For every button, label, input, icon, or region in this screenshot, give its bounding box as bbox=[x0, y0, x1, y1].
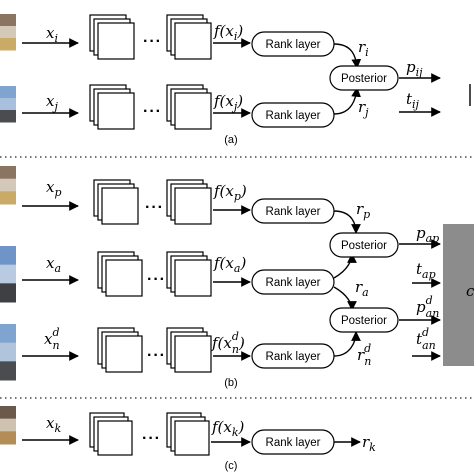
feature-fxp: f(xp) bbox=[213, 182, 247, 203]
thumbnail-band bbox=[0, 38, 16, 51]
output-tap: tap bbox=[416, 260, 436, 281]
thumbnail-band bbox=[0, 26, 16, 39]
thumbnail-band bbox=[0, 342, 16, 362]
conv-stack-j-1 bbox=[89, 84, 135, 130]
thumbnail-n bbox=[0, 324, 16, 381]
panel-c: xk ··· f(xk) Rank layer rk (c) bbox=[0, 406, 376, 472]
conv-stack-i-1 bbox=[89, 14, 135, 60]
input-xk: xk bbox=[46, 414, 61, 435]
panel-b: xp ··· f(xp) Rank layer rp xa ··· bbox=[0, 166, 474, 389]
caption-b: (b) bbox=[224, 377, 237, 389]
thumbnail-band bbox=[0, 86, 16, 99]
posterior-label-an: Posterior bbox=[341, 315, 387, 327]
rank-layer-label-p: Rank layer bbox=[266, 206, 321, 218]
thumbnail-band bbox=[0, 406, 16, 420]
feature-fxi: f(xi) bbox=[213, 22, 243, 43]
score-ra: ra bbox=[355, 278, 369, 299]
feature-fxa: f(xa) bbox=[213, 254, 246, 275]
thumbnail-band bbox=[0, 431, 16, 445]
arrow-rn bbox=[333, 331, 361, 357]
caption-a: (a) bbox=[224, 134, 237, 146]
ellipsis-n: ··· bbox=[147, 347, 166, 364]
score-rj: rj bbox=[358, 98, 369, 119]
rank-layer-label-a: Rank layer bbox=[266, 277, 321, 289]
conv-stack-j-2 bbox=[166, 84, 212, 130]
posterior-label-ap: Posterior bbox=[341, 240, 387, 252]
output-pap: pap bbox=[416, 224, 439, 245]
thumbnail-band bbox=[0, 283, 16, 303]
conv-stack-n-2 bbox=[166, 327, 212, 373]
thumbnail-band bbox=[0, 110, 16, 123]
score-ri: ri bbox=[358, 38, 369, 59]
conv-stack-a-1 bbox=[97, 251, 143, 297]
thumbnail-i bbox=[0, 14, 16, 51]
input-xi: xi bbox=[46, 24, 58, 45]
output-pij: pij bbox=[406, 58, 423, 79]
rank-layer-label-i: Rank layer bbox=[266, 39, 321, 51]
thumbnail-band bbox=[0, 264, 16, 284]
loss-block bbox=[443, 224, 474, 366]
thumbnail-band bbox=[0, 191, 16, 205]
conv-stack-p-1 bbox=[93, 179, 139, 225]
thumbnail-band bbox=[0, 418, 16, 432]
thumbnail-band bbox=[0, 246, 16, 266]
thumbnail-j bbox=[0, 86, 16, 123]
thumbnail-k bbox=[0, 406, 16, 445]
feature-fxj: f(xj) bbox=[213, 92, 243, 113]
thumbnail-band bbox=[0, 98, 16, 111]
conv-stack-n-1 bbox=[97, 327, 143, 373]
conv-stack-k-2 bbox=[166, 412, 210, 456]
rank-layer-box-j bbox=[251, 102, 335, 128]
thumbnail-band bbox=[0, 178, 16, 192]
ellipsis-i: ··· bbox=[143, 33, 162, 50]
thumbnail-band bbox=[0, 361, 16, 381]
posterior-box-a bbox=[329, 65, 399, 91]
ellipsis-a: ··· bbox=[147, 271, 166, 288]
caption-c: (c) bbox=[225, 460, 238, 472]
rank-layer-label-n: Rank layer bbox=[266, 351, 321, 363]
posterior-box-ap bbox=[329, 232, 399, 258]
input-xj: xj bbox=[46, 92, 58, 113]
arrow-ra-down bbox=[333, 286, 357, 311]
conv-stack-i-2 bbox=[166, 14, 212, 60]
thumbnail-p bbox=[0, 166, 16, 205]
rank-layer-label-j: Rank layer bbox=[266, 110, 321, 122]
score-rk: rk bbox=[362, 433, 376, 454]
loss-block-label: c bbox=[466, 282, 474, 300]
panel-a: xi ··· f(xi) Rank layer ri xj ··· bbox=[0, 14, 471, 146]
arrow-rj bbox=[333, 87, 361, 115]
rank-layer-box-a bbox=[251, 269, 335, 295]
rank-layer-label-k: Rank layer bbox=[266, 437, 321, 449]
posterior-label-a: Posterior bbox=[341, 73, 387, 85]
arrow-rp bbox=[333, 210, 361, 234]
conv-stack-p-2 bbox=[166, 179, 212, 225]
arrow-ri bbox=[333, 43, 362, 69]
ellipsis-k: ··· bbox=[142, 430, 161, 447]
thumbnail-a bbox=[0, 246, 16, 303]
thumbnail-band bbox=[0, 324, 16, 344]
posterior-box-an bbox=[329, 307, 399, 333]
thumbnail-band bbox=[0, 14, 16, 27]
ellipsis-p: ··· bbox=[145, 199, 164, 216]
feature-fxk: f(xk) bbox=[211, 418, 245, 439]
thumbnail-band bbox=[0, 166, 16, 180]
input-xp: xp bbox=[46, 178, 62, 199]
ellipsis-j: ··· bbox=[143, 103, 162, 120]
conv-stack-a-2 bbox=[166, 251, 212, 297]
output-tij: tij bbox=[406, 90, 420, 111]
input-xa: xa bbox=[46, 254, 61, 275]
score-rp: rp bbox=[356, 200, 370, 221]
conv-stack-k-1 bbox=[89, 412, 133, 456]
